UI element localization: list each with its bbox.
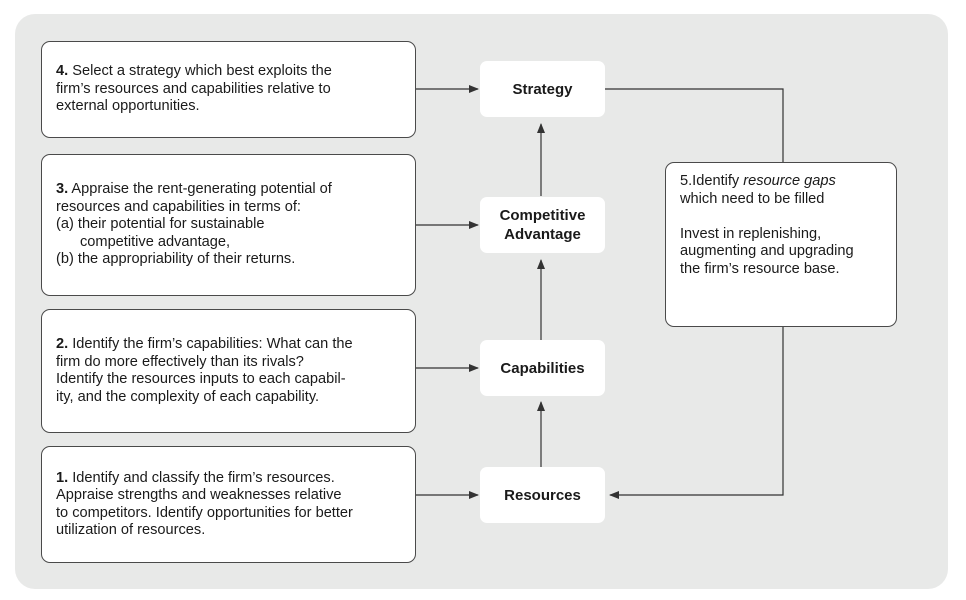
step-text: external opportunities. bbox=[56, 98, 200, 115]
resources-node: Resources bbox=[480, 467, 605, 523]
strategy-node: Strategy bbox=[480, 61, 605, 117]
step-text: Invest in replenishing, bbox=[680, 225, 822, 242]
line-strategy-to-gapbox bbox=[605, 88, 784, 162]
step-text: to competitors. Identify opportunities f… bbox=[56, 504, 353, 521]
step-text: ity, and the complexity of each capabili… bbox=[56, 388, 320, 405]
step-number: 5. bbox=[680, 173, 693, 189]
step-text: firm do more effectively than its rivals… bbox=[56, 353, 304, 370]
strategy-label: Strategy bbox=[512, 80, 573, 98]
step-text: Select a strategy which best exploits th… bbox=[72, 63, 332, 80]
step-text: Appraise strengths and weaknesses relati… bbox=[56, 487, 342, 503]
step-2-box: 2. Identify the firm’s capabilities: Wha… bbox=[41, 309, 416, 433]
competitive-advantage-label-line2: Advantage bbox=[504, 226, 581, 243]
competitive-advantage-label-line1: Competitive bbox=[499, 207, 586, 224]
step-4-box: 4. Select a strategy which best exploits… bbox=[41, 41, 416, 138]
step-text: the firm’s resource base. bbox=[680, 260, 840, 277]
step-3-box: 3. Appraise the rent-generating potentia… bbox=[41, 154, 416, 296]
capabilities-node: Capabilities bbox=[480, 340, 605, 396]
step-1-box: 1. Identify and classify the firm’s reso… bbox=[41, 446, 416, 563]
step-text: Identify the resources inputs to each ca… bbox=[56, 371, 346, 387]
step-text: resources and capabilities in terms of: bbox=[56, 198, 301, 215]
step-text: Appraise the rent-generating potential o… bbox=[71, 181, 332, 198]
step-number: 3. bbox=[56, 181, 69, 198]
step-text: Identify and classify the firm’s resourc… bbox=[72, 469, 335, 486]
step-text: augmenting and upgrading bbox=[680, 243, 854, 259]
step-text: (a) their potential for sustainable bbox=[56, 216, 265, 233]
step-number: 4. bbox=[56, 63, 69, 80]
step-text: utilization of resources. bbox=[56, 522, 206, 538]
step-5-resource-gaps-box: 5.Identify resource gaps which need to b… bbox=[665, 162, 897, 327]
step-text: which need to be filled bbox=[680, 190, 825, 207]
step-text: Identify bbox=[692, 173, 744, 189]
arrow-gapbox-to-resources bbox=[609, 327, 784, 499]
step-text: (b) the appropriability of their returns… bbox=[56, 251, 296, 268]
resources-label: Resources bbox=[504, 486, 581, 504]
resource-gaps-emphasis: resource gaps bbox=[743, 173, 836, 189]
step-number: 1. bbox=[56, 469, 69, 486]
capabilities-label: Capabilities bbox=[500, 359, 585, 377]
competitive-advantage-node: Competitive Advantage bbox=[480, 197, 605, 253]
step-text: Identify the firm’s capabilities: What c… bbox=[72, 336, 353, 352]
step-number: 2. bbox=[56, 336, 69, 352]
step-text: firm’s resources and capabilities relati… bbox=[56, 80, 331, 97]
step-text: competitive advantage, bbox=[80, 233, 231, 250]
